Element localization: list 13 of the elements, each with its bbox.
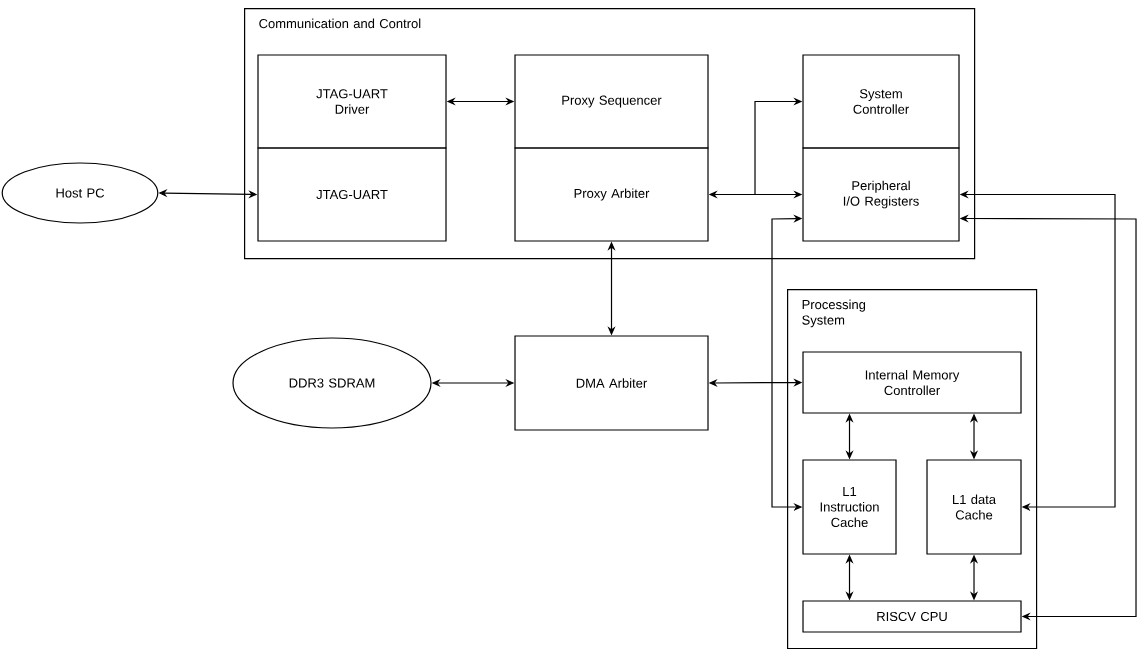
ellipse-node: Host PC xyxy=(1,162,159,224)
process-box: Peripheral I/O Registers xyxy=(802,147,960,242)
process-box: L1 Instruction Cache xyxy=(802,459,897,555)
process-box: RISCV CPU xyxy=(802,600,1022,633)
process-box: DMA Arbiter xyxy=(514,335,709,431)
ellipse-node: DDR3 SDRAM xyxy=(232,337,432,429)
process-box: JTAG-UART Driver xyxy=(257,54,447,149)
process-box: System Controller xyxy=(802,54,960,149)
process-box: L1 data Cache xyxy=(926,459,1022,555)
process-box: Proxy Arbiter xyxy=(514,147,709,242)
process-box: JTAG-UART xyxy=(257,147,447,242)
process-box: Proxy Sequencer xyxy=(514,54,709,149)
process-box: Internal Memory Controller xyxy=(802,351,1022,414)
